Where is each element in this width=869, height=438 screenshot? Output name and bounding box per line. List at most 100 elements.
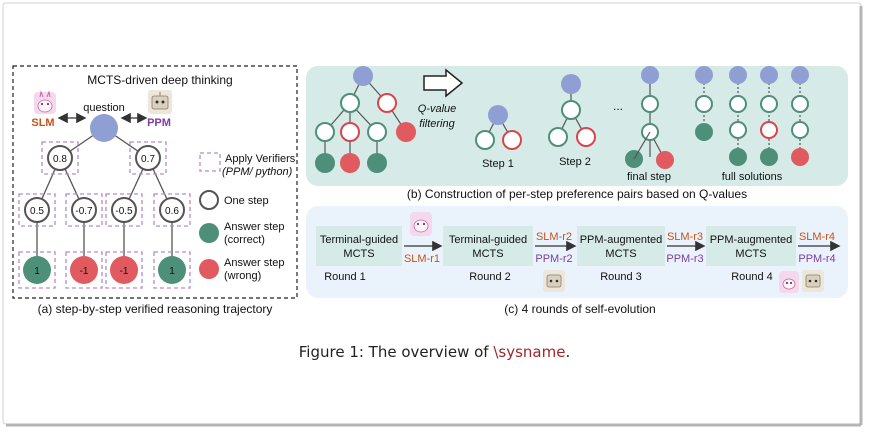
ellipsis-label: ... — [613, 99, 623, 113]
figure-caption-macro[interactable]: \sysname — [493, 343, 566, 361]
answer-wrong-node — [110, 256, 138, 284]
big-tree-leaf — [340, 153, 360, 173]
reward-value: -1 — [80, 266, 89, 277]
arrow-ppm-label: PPM-r3 — [666, 253, 703, 265]
step1-root — [488, 105, 508, 125]
step-node — [159, 197, 185, 223]
q-value: 0.5 — [30, 206, 44, 217]
step1-node — [502, 130, 522, 150]
panel-c-caption: (c) 4 rounds of self-evolution — [504, 302, 655, 316]
slm-label: SLM — [31, 117, 54, 129]
big-tree-leaf — [315, 153, 335, 173]
figure-caption: Figure 1: The overview of \sysname. — [0, 343, 869, 361]
reward-value: -1 — [120, 266, 129, 277]
verifier-box — [18, 251, 56, 289]
step-node — [24, 197, 50, 223]
arrow-slm-label: SLM-r4 — [799, 231, 835, 243]
verifier-box — [153, 251, 191, 289]
step-node — [135, 145, 161, 171]
reward-value: 1 — [34, 266, 40, 277]
slm-llama-icon — [410, 212, 432, 236]
round-box — [443, 226, 533, 266]
arrow-slm-label: SLM-r2 — [536, 231, 572, 243]
legend-verifiers-line1: Apply Verifiers — [225, 153, 296, 165]
legend-verifier-swatch — [199, 152, 221, 172]
verifier-box — [65, 251, 103, 289]
question-node — [90, 114, 118, 142]
arrow-slm-label: SLM-r3 — [667, 231, 703, 243]
verifier-box — [105, 251, 143, 289]
answer-wrong-node — [70, 256, 98, 284]
panel-a-border — [12, 65, 298, 299]
legend-wrong-line2: (wrong) — [224, 270, 261, 282]
slm-llama-icon — [779, 271, 799, 293]
panel-b-caption: (b) Construction of per-step preference … — [407, 187, 747, 201]
arrow-slm-label: SLM-r1 — [404, 253, 440, 265]
big-tree-leaf — [396, 122, 416, 142]
arrow-ppm-label: PPM-r4 — [798, 253, 835, 265]
q-value: -0.7 — [75, 206, 93, 217]
verifier-box — [153, 193, 191, 227]
legend-correct-line1: Answer step — [224, 221, 285, 233]
big-tree-node — [340, 122, 360, 142]
ppm-robot-icon — [543, 270, 565, 292]
big-tree-node — [340, 93, 360, 113]
legend-correct-swatch — [199, 223, 219, 243]
round-box-line2: MCTS — [472, 248, 503, 260]
step2-node — [576, 127, 596, 147]
slm-llama-icon — [34, 90, 56, 114]
verifier-box — [129, 141, 167, 175]
arrow-ppm-label: PPM-r2 — [535, 253, 572, 265]
panel-a-caption: (a) step-by-step verified reasoning traj… — [38, 302, 273, 316]
final-step-root — [641, 66, 659, 84]
ppm-robot-icon — [802, 270, 824, 292]
round-box-line1: Terminal-guided — [449, 234, 527, 246]
round-box-line1: PPM-augmented — [710, 234, 793, 246]
full-solution-chain — [729, 66, 747, 166]
round-box — [706, 226, 796, 266]
ppm-robot-icon — [148, 90, 172, 114]
big-tree-leaf — [367, 153, 387, 173]
round-box — [316, 226, 402, 266]
round-box — [577, 226, 665, 266]
round-box-line2: MCTS — [735, 248, 766, 260]
legend-correct-line2: (correct) — [224, 234, 265, 246]
final-step-node — [641, 95, 659, 113]
full-solution-chain — [791, 66, 809, 166]
step2-label: Step 2 — [559, 156, 591, 168]
figure-caption-suffix: . — [565, 343, 571, 361]
step1-label: Step 1 — [482, 158, 514, 170]
round-label: Round 4 — [731, 271, 773, 283]
verifier-box — [18, 193, 56, 227]
step-node — [71, 197, 97, 223]
question-label: question — [83, 102, 125, 114]
reward-value: 1 — [169, 266, 175, 277]
full-solutions-label: full solutions — [722, 171, 783, 183]
step-node — [111, 197, 137, 223]
final-step-leaf — [656, 151, 674, 169]
q-value: 0.6 — [165, 206, 179, 217]
big-tree-root — [353, 66, 373, 86]
round-label: Round 1 — [324, 271, 366, 283]
step2-root — [561, 74, 581, 94]
round-box-line2: MCTS — [343, 248, 374, 260]
legend-step-swatch — [199, 190, 219, 210]
panel-a-legend: Apply Verifiers (PPM/ python) One step A… — [199, 152, 296, 282]
q-value: 0.7 — [141, 154, 155, 165]
panel-b: Q-value filtering Step 1 Step 2 ... fina… — [306, 66, 848, 201]
round-label: Round 2 — [469, 271, 511, 283]
answer-correct-node — [23, 256, 51, 284]
verifier-box — [41, 141, 79, 175]
full-solution-chain — [695, 66, 713, 141]
q-value: 0.8 — [53, 154, 67, 165]
step-node — [47, 145, 73, 171]
answer-correct-node — [158, 256, 186, 284]
final-step-label: final step — [627, 171, 671, 183]
panel-c: Terminal-guided MCTS Round 1 Terminal-gu… — [306, 206, 848, 316]
panel-a-title: MCTS-driven deep thinking — [87, 73, 232, 87]
big-tree-node — [315, 122, 335, 142]
ppm-label: PPM — [147, 117, 171, 129]
legend-wrong-swatch — [199, 259, 219, 279]
big-tree-node — [367, 122, 387, 142]
